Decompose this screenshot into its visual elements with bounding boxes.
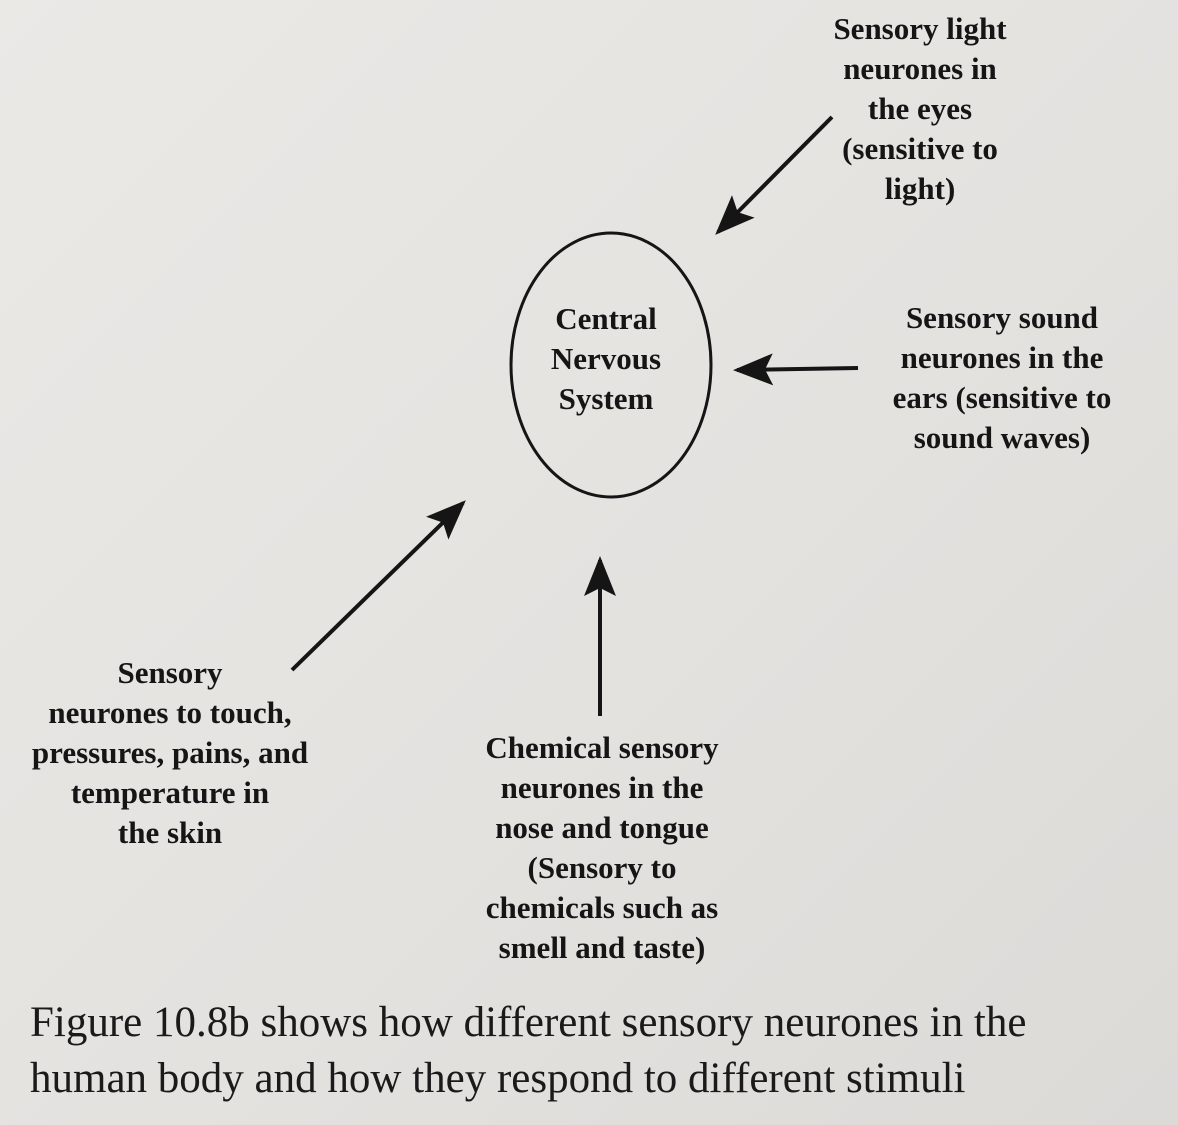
arrow-ears-to-cns <box>733 353 859 386</box>
eyes-neurones-label: Sensory light neurones in the eyes (sens… <box>833 11 1007 206</box>
nose-tongue-neurones-label: Chemical sensory neurones in the nose an… <box>485 730 719 965</box>
figure-caption: Figure 10.8b shows how different sensory… <box>30 999 1027 1102</box>
central-nervous-system-label: Central Nervous System <box>550 301 662 416</box>
arrow-skin-to-cns <box>290 500 466 672</box>
arrow-eyes-to-cns <box>715 115 834 235</box>
skin-neurones-label: Sensory neurones to touch, pressures, pa… <box>31 655 309 850</box>
ears-neurones-label: Sensory sound neurones in the ears (sens… <box>892 300 1112 455</box>
central-nervous-system-oval <box>509 231 713 499</box>
